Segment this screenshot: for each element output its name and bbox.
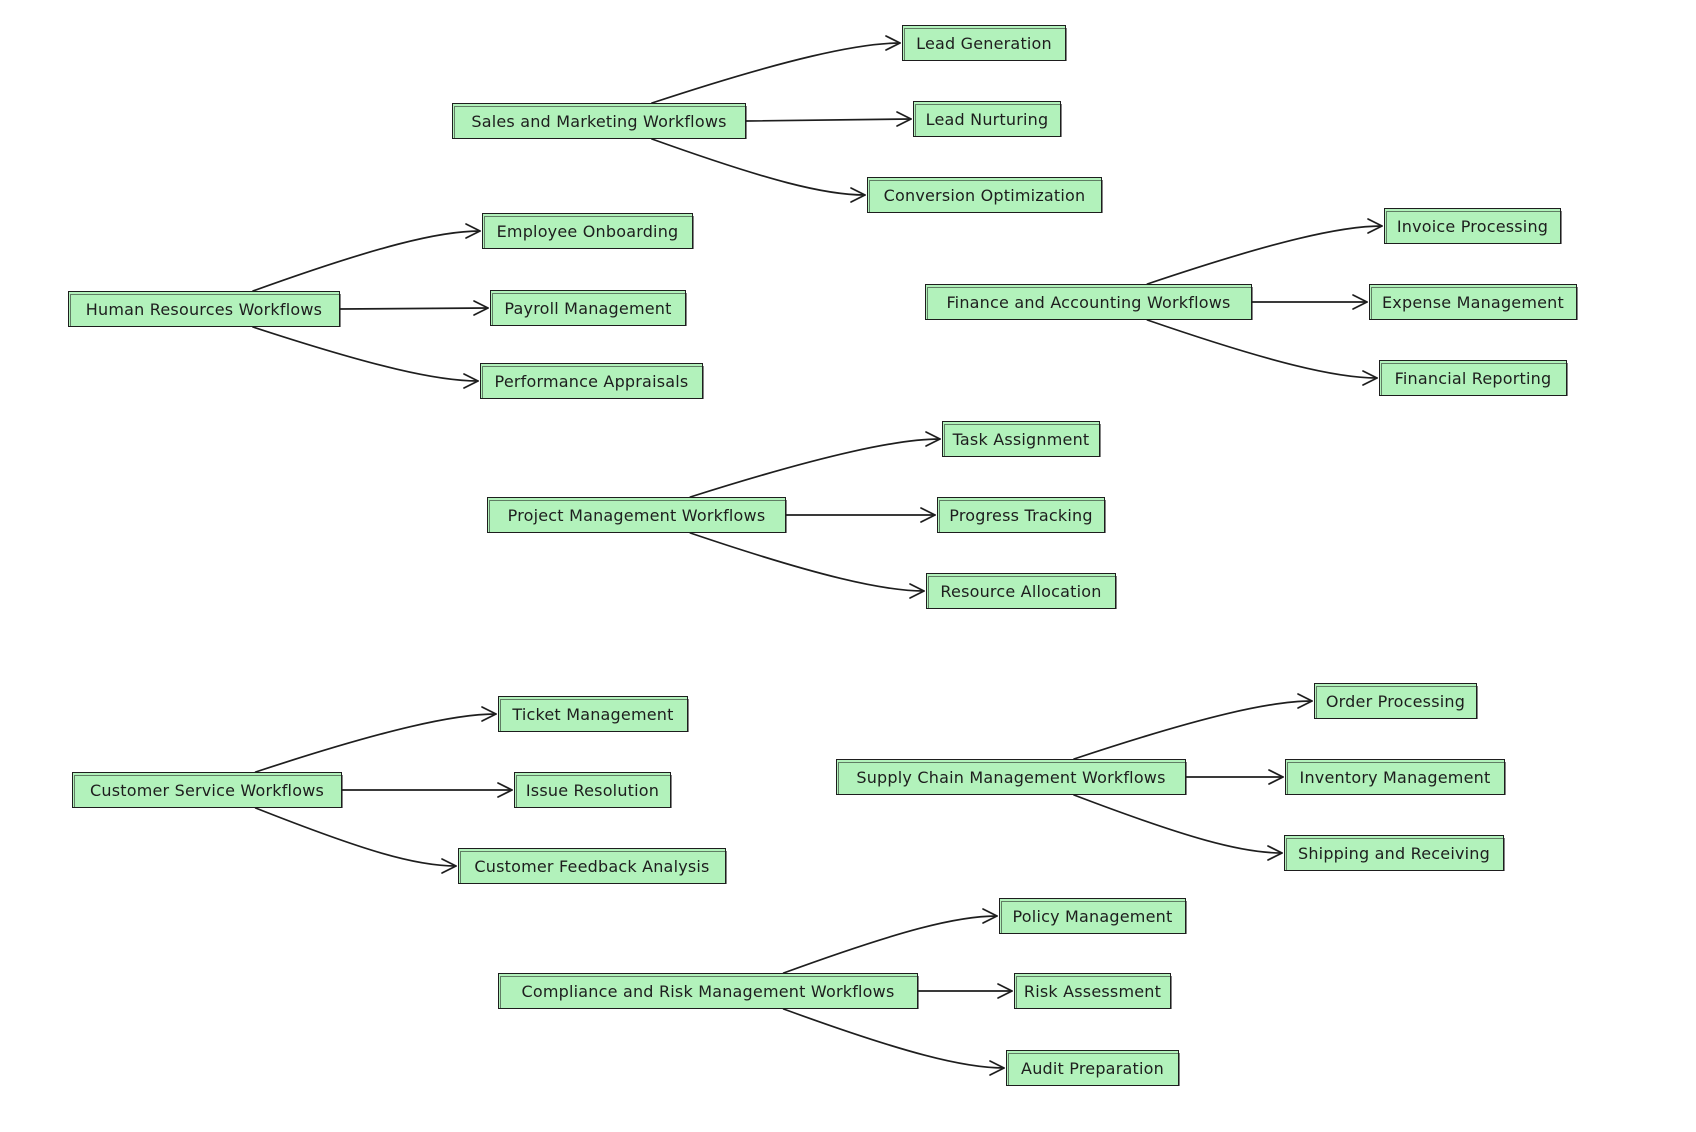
compliance-and-risk-management-workflows-to-policy-management-arrowhead: [982, 908, 998, 924]
customer-service-workflows-to-customer-feedback-analysis-arrowhead: [441, 858, 457, 874]
compliance-and-risk-management-workflows-to-audit-preparation-arrowhead: [989, 1060, 1005, 1076]
performance-appraisals-node[interactable]: Performance Appraisals: [480, 363, 704, 399]
customer-service-workflows-to-customer-feedback-analysis-connector: [254, 807, 457, 867]
supply-chain-management-workflows-to-inventory-management-arrowhead: [1268, 769, 1284, 785]
policy-management-node[interactable]: Policy Management: [999, 898, 1187, 934]
lead-generation-node[interactable]: Lead Generation: [902, 25, 1067, 61]
sales-and-marketing-workflows-to-lead-generation-connector: [651, 42, 901, 104]
ticket-management-node[interactable]: Ticket Management: [498, 696, 689, 732]
audit-preparation-node[interactable]: Audit Preparation: [1006, 1050, 1180, 1086]
customer-service-workflows-node[interactable]: Customer Service Workflows: [72, 772, 343, 808]
compliance-and-risk-management-workflows-node[interactable]: Compliance and Risk Management Workflows: [498, 973, 919, 1009]
shipping-and-receiving-node[interactable]: Shipping and Receiving: [1284, 835, 1505, 871]
human-resources-workflows-to-performance-appraisals-arrowhead: [463, 373, 479, 389]
project-management-workflows-node[interactable]: Project Management Workflows: [487, 497, 787, 533]
finance-and-accounting-workflows-to-financial-reporting-arrowhead: [1362, 370, 1378, 386]
human-resources-workflows-to-employee-onboarding-arrowhead: [465, 223, 481, 239]
human-resources-workflows-to-performance-appraisals-connector: [252, 326, 479, 382]
finance-and-accounting-workflows-to-invoice-processing-connector: [1146, 225, 1383, 285]
customer-service-workflows-to-issue-resolution-arrowhead: [497, 782, 513, 798]
task-assignment-node[interactable]: Task Assignment: [942, 421, 1101, 457]
compliance-and-risk-management-workflows-to-policy-management-connector: [782, 915, 998, 974]
financial-reporting-node[interactable]: Financial Reporting: [1379, 360, 1568, 396]
sales-and-marketing-workflows-to-lead-nurturing-arrowhead: [896, 111, 912, 127]
human-resources-workflows-to-payroll-management-arrowhead: [473, 300, 489, 316]
project-management-workflows-to-resource-allocation-arrowhead: [909, 583, 925, 599]
supply-chain-management-workflows-to-shipping-and-receiving-arrowhead: [1267, 845, 1283, 861]
compliance-and-risk-management-workflows-to-risk-assessment-arrowhead: [997, 983, 1013, 999]
human-resources-workflows-to-payroll-management-connector: [339, 307, 489, 310]
project-management-workflows-to-task-assignment-connector: [689, 438, 941, 498]
project-management-workflows-to-task-assignment-arrowhead: [925, 431, 941, 447]
human-resources-workflows-to-employee-onboarding-connector: [252, 230, 481, 292]
finance-and-accounting-workflows-to-invoice-processing-arrowhead: [1367, 218, 1383, 234]
customer-service-workflows-to-ticket-management-arrowhead: [481, 706, 497, 722]
progress-tracking-node[interactable]: Progress Tracking: [937, 497, 1106, 533]
resource-allocation-node[interactable]: Resource Allocation: [926, 573, 1117, 609]
order-processing-node[interactable]: Order Processing: [1314, 683, 1478, 719]
sales-and-marketing-workflows-node[interactable]: Sales and Marketing Workflows: [452, 103, 747, 139]
payroll-management-node[interactable]: Payroll Management: [490, 290, 687, 326]
project-management-workflows-to-progress-tracking-arrowhead: [920, 507, 936, 523]
inventory-management-node[interactable]: Inventory Management: [1285, 759, 1506, 795]
issue-resolution-node[interactable]: Issue Resolution: [514, 772, 672, 808]
supply-chain-management-workflows-to-order-processing-arrowhead: [1297, 693, 1313, 709]
compliance-and-risk-management-workflows-to-audit-preparation-connector: [782, 1008, 1005, 1069]
invoice-processing-node[interactable]: Invoice Processing: [1384, 208, 1562, 244]
lead-nurturing-node[interactable]: Lead Nurturing: [913, 101, 1062, 137]
human-resources-workflows-node[interactable]: Human Resources Workflows: [68, 291, 341, 327]
project-management-workflows-to-resource-allocation-connector: [689, 532, 925, 592]
risk-assessment-node[interactable]: Risk Assessment: [1014, 973, 1172, 1009]
sales-and-marketing-workflows-to-lead-nurturing-connector: [745, 118, 912, 122]
sales-and-marketing-workflows-to-lead-generation-arrowhead: [885, 35, 901, 51]
supply-chain-management-workflows-to-shipping-and-receiving-connector: [1073, 794, 1283, 854]
finance-and-accounting-workflows-to-financial-reporting-connector: [1146, 319, 1378, 379]
supply-chain-management-workflows-to-order-processing-connector: [1073, 700, 1313, 760]
conversion-optimization-node[interactable]: Conversion Optimization: [867, 177, 1103, 213]
employee-onboarding-node[interactable]: Employee Onboarding: [482, 213, 694, 249]
customer-feedback-analysis-node[interactable]: Customer Feedback Analysis: [458, 848, 727, 884]
finance-and-accounting-workflows-node[interactable]: Finance and Accounting Workflows: [925, 284, 1253, 320]
supply-chain-management-workflows-node[interactable]: Supply Chain Management Workflows: [836, 759, 1187, 795]
customer-service-workflows-to-ticket-management-connector: [254, 713, 497, 773]
sales-and-marketing-workflows-to-conversion-optimization-arrowhead: [850, 187, 866, 203]
expense-management-node[interactable]: Expense Management: [1369, 284, 1578, 320]
sales-and-marketing-workflows-to-conversion-optimization-connector: [651, 138, 866, 196]
finance-and-accounting-workflows-to-expense-management-arrowhead: [1352, 294, 1368, 310]
